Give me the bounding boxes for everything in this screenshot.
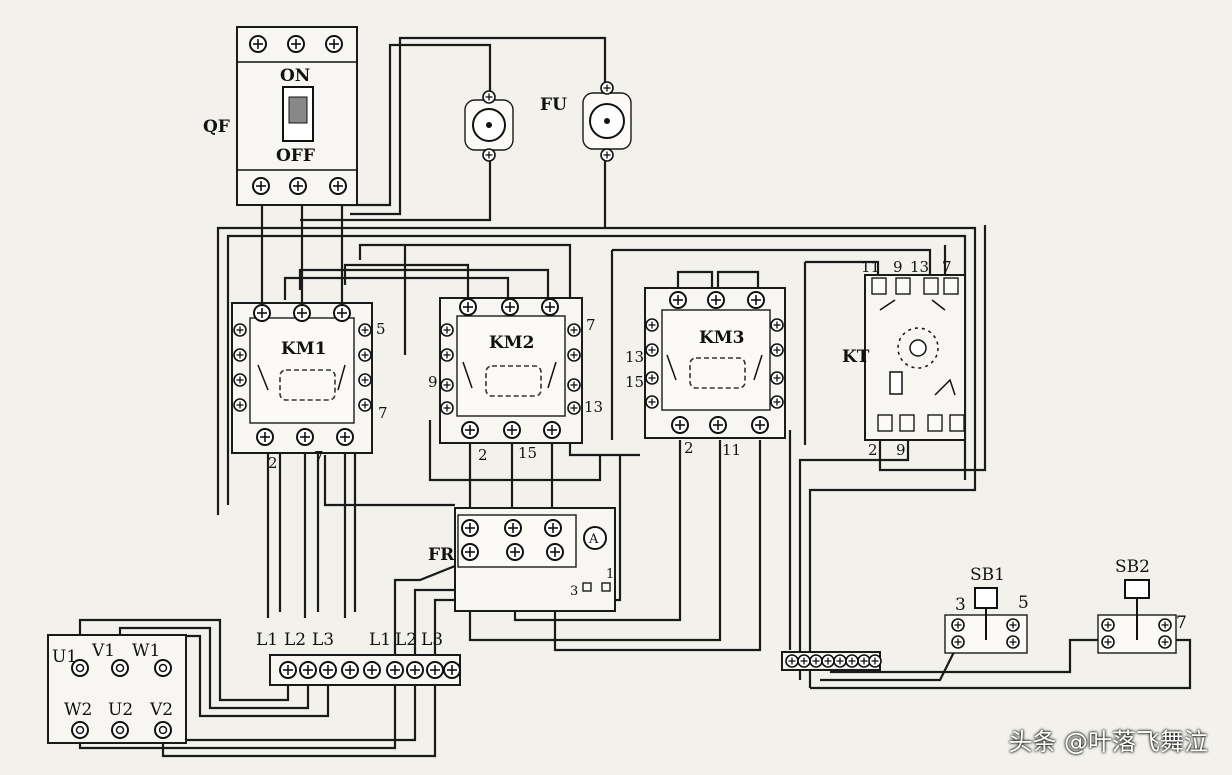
timer-pin-9: 9 (893, 258, 903, 276)
tb-left-l2: L2 (284, 630, 306, 650)
fuse-label: FU (540, 95, 567, 115)
motor-u1: U1 (52, 647, 77, 667)
fuse-fu: FU (464, 81, 632, 162)
ammeter-label: A (588, 532, 599, 547)
breaker-label: QF (203, 117, 230, 137)
breaker-lever (288, 96, 308, 124)
breaker-on-label: ON (280, 66, 310, 86)
terminal-block-main: L1 L2 L3 L1 L2 L3 (256, 630, 461, 686)
circuit-breaker-qf: ON OFF QF (203, 26, 358, 206)
breaker-off-label: OFF (276, 146, 315, 166)
pushbutton-sb2: SB2 7 (1097, 557, 1187, 654)
km3-terminal-15: 15 (625, 373, 644, 391)
km2-terminal-9: 9 (428, 373, 438, 391)
km1-terminal-5: 5 (376, 320, 386, 338)
motor-w1: W1 (132, 641, 160, 661)
sb2-label: SB2 (1115, 557, 1150, 577)
timer-label: KT (842, 347, 870, 367)
km2-bottom-2: 2 (478, 446, 488, 464)
ammeter-dial (583, 526, 607, 550)
km1-bottom-2: 2 (268, 454, 278, 472)
fr-label: FR (428, 545, 455, 565)
timer-relay-kt: KT 11 9 13 7 2 9 (842, 258, 966, 459)
sb1-terminal-5: 5 (1018, 593, 1029, 613)
km1-label: KM1 (281, 339, 326, 359)
tb-right-l3: L3 (421, 630, 443, 650)
motor-v1: V1 (91, 641, 115, 661)
pushbutton-sb1: SB1 3 5 (944, 565, 1029, 654)
watermark-text: 头条 @叶落飞舞泣 (1008, 728, 1208, 756)
sb1-terminal-3: 3 (955, 595, 966, 615)
tb-right-l2: L2 (395, 630, 417, 650)
km3-bottom-2: 2 (684, 439, 694, 457)
timer-bottom-9: 9 (896, 441, 906, 459)
motor-v2: V2 (149, 700, 173, 720)
timer-pin-13: 13 (910, 258, 929, 276)
fr-pin-3: 3 (570, 584, 578, 599)
motor-terminal-box: U1 V1 W1 W2 U2 V2 (47, 634, 187, 744)
tb-left-l1: L1 (256, 630, 278, 650)
terminal-block-control (781, 651, 882, 671)
fuse-left (464, 90, 514, 162)
fuse-right (582, 81, 632, 162)
km3-terminal-13: 13 (625, 348, 644, 366)
km2-terminal-7: 7 (586, 316, 596, 334)
km2-bottom-15: 15 (518, 444, 537, 462)
km1-bottom-7: 7 (314, 448, 324, 466)
motor-w2: W2 (64, 700, 92, 720)
contactor-km1: KM1 5 7 2 7 (231, 302, 388, 472)
motor-u2: U2 (108, 700, 133, 720)
fr-pin-1: 1 (606, 567, 614, 582)
thermal-relay-fr: A FR 3 1 (428, 507, 616, 612)
contactor-km2: KM2 7 13 9 2 15 (428, 297, 603, 464)
tb-left-l3: L3 (312, 630, 334, 650)
sb2-terminal-7: 7 (1176, 613, 1187, 633)
tb-right-l1: L1 (369, 630, 391, 650)
km1-terminal-7: 7 (378, 404, 388, 422)
km2-terminal-13: 13 (584, 398, 603, 416)
km3-label: KM3 (699, 328, 744, 348)
timer-bottom-2: 2 (868, 441, 878, 459)
sb1-label: SB1 (970, 565, 1005, 585)
km2-label: KM2 (489, 333, 534, 353)
contactor-km3: KM3 13 15 2 11 (625, 287, 786, 459)
timer-pin-7: 7 (942, 258, 952, 276)
km3-bottom-11: 11 (722, 441, 741, 459)
timer-pin-11: 11 (861, 258, 880, 276)
